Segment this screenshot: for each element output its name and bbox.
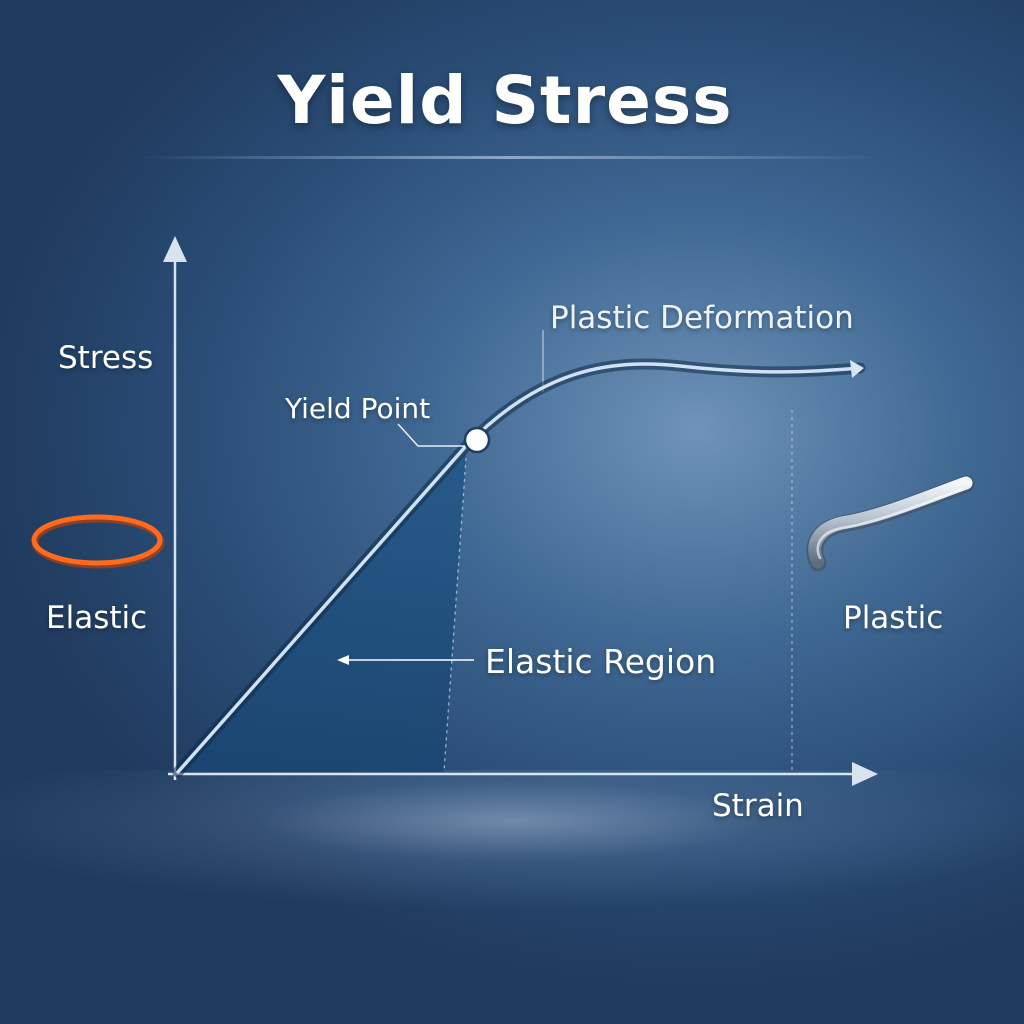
y-axis — [163, 236, 187, 780]
stress-strain-curve-highlight — [176, 362, 862, 774]
y-axis-label: Stress — [58, 340, 154, 376]
plastic-deformation-label: Plastic Deformation — [550, 300, 854, 336]
x-axis-label: Strain — [712, 788, 804, 824]
floor-glow — [0, 770, 1024, 1024]
yield-point-marker — [463, 426, 491, 454]
rubber-band-icon — [31, 514, 165, 569]
elastic-illustration-label: Elastic — [46, 600, 148, 636]
plastic-illustration-label: Plastic — [843, 600, 944, 636]
yield-point-label: Yield Point — [285, 392, 431, 425]
bent-rod-icon — [806, 475, 975, 572]
title-divider — [140, 156, 880, 159]
page-title: Yield Stress — [277, 62, 733, 139]
yield-point-leader — [397, 423, 466, 447]
elastic-region-label: Elastic Region — [485, 642, 717, 681]
curve-end-arrow — [850, 360, 864, 378]
elastic-region-arrow — [337, 655, 474, 665]
x-axis — [168, 762, 878, 786]
